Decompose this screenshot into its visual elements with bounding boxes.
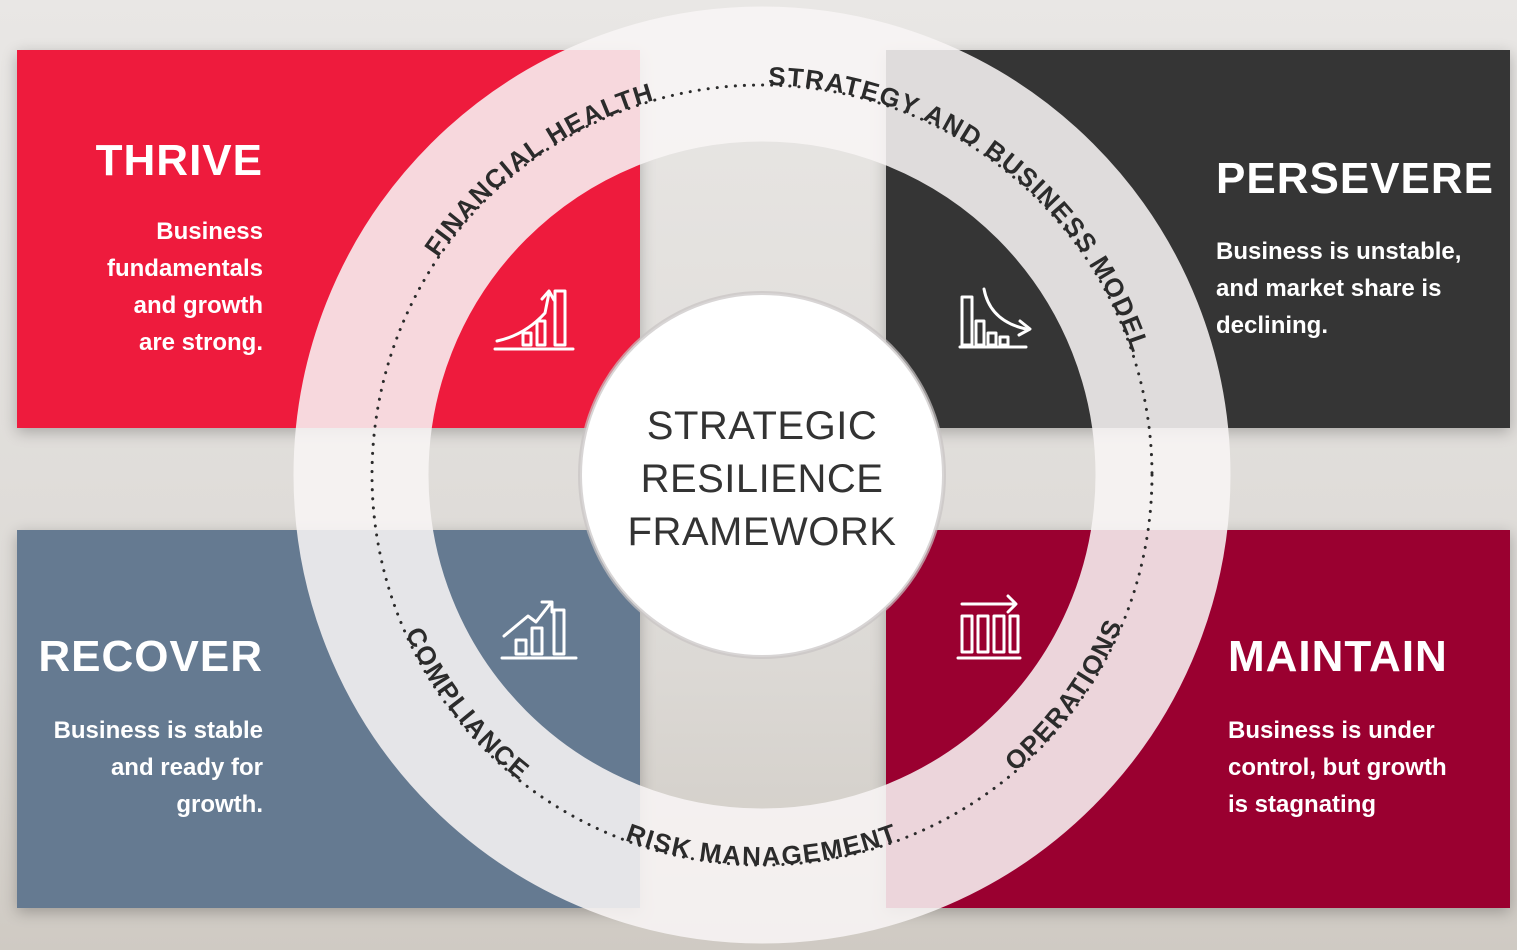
maintain-description: Business is under control, but growth is… [1228, 717, 1447, 818]
decline-chart-icon [958, 287, 1032, 349]
recover-description: Business is stable and ready for growth. [53, 717, 263, 818]
recover-title: RECOVER [38, 632, 263, 681]
maintain-title: MAINTAIN [1228, 632, 1448, 681]
center-line-3: FRAMEWORK [627, 510, 897, 554]
thrive-description: Business fundamentals and growth are str… [106, 218, 263, 356]
center-line-1: STRATEGIC [646, 404, 878, 448]
dotted-ring [370, 83, 1154, 867]
center-line-2: RESILIENCE [640, 457, 884, 501]
center-circle [578, 291, 946, 659]
persevere-title: PERSEVERE [1216, 154, 1494, 203]
growth-chart-icon [493, 289, 575, 351]
steady-bars-icon [956, 594, 1022, 660]
outer-ring [293, 6, 1231, 944]
center-title: STRATEGIC RESILIENCE FRAMEWORK [600, 400, 924, 559]
persevere-description: Business is unstable, and market share i… [1216, 238, 1462, 339]
thrive-title: THRIVE [95, 136, 263, 185]
upward-trend-chart-icon [500, 600, 578, 660]
